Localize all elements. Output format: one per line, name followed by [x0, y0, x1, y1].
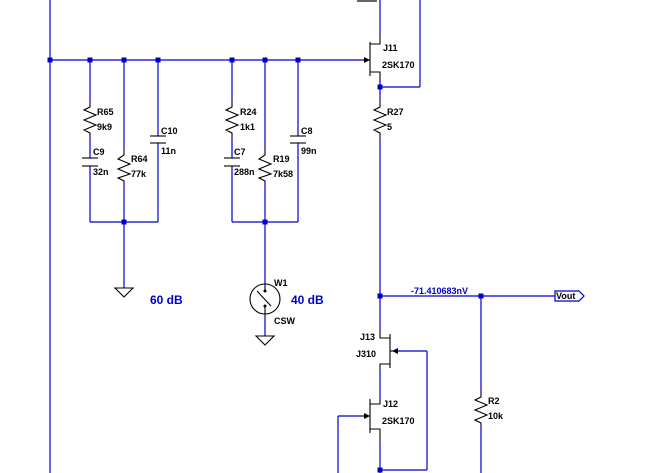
j12-part: 2SK170 [382, 416, 415, 426]
j13-part: J310 [356, 349, 376, 359]
c7-value: 288n [234, 167, 255, 177]
resistor-r27[interactable]: R27 5 [372, 102, 404, 135]
j11-part: 2SK170 [382, 60, 415, 70]
r27-value: 5 [387, 122, 392, 132]
r2-ref: R2 [488, 396, 500, 406]
r65-value: 9k9 [97, 122, 112, 132]
jfet-j11[interactable]: J11 2SK170 [362, 36, 415, 80]
r24-value: 1k1 [240, 122, 255, 132]
r64-value: 77k [131, 169, 147, 179]
c7-ref: C7 [234, 147, 246, 157]
capacitor-c7[interactable]: C7 288n [224, 147, 255, 177]
capacitor-c8[interactable]: C8 99n [290, 126, 317, 156]
capacitor-c9[interactable]: C9 32n [82, 147, 109, 177]
w1-value: CSW [274, 316, 296, 326]
r19-ref: R19 [273, 154, 290, 164]
ground-symbol-left [113, 287, 135, 298]
vout-netlabel[interactable]: Vout [554, 290, 585, 302]
switch-w1[interactable]: W1 CSW [249, 278, 296, 326]
c9-value: 32n [93, 167, 109, 177]
j12-ref: J12 [383, 399, 398, 409]
resistor-r2[interactable]: R2 10k [473, 392, 504, 425]
c8-value: 99n [301, 146, 317, 156]
r27-ref: R27 [387, 107, 404, 117]
jfet-j13[interactable]: J13 J310 [356, 330, 398, 372]
c10-ref: C10 [161, 126, 178, 136]
clipped-label-fragment [357, 0, 377, 2]
ground-symbol-w1 [254, 335, 276, 346]
r64-ref: R64 [131, 154, 148, 164]
resistor-r19[interactable]: R19 7k58 [257, 150, 293, 182]
jfet-j12[interactable]: J12 2SK170 [362, 399, 415, 440]
j13-ref: J13 [360, 332, 375, 342]
vout-label-text: Vout [556, 291, 575, 301]
capacitor-c10[interactable]: C10 11n [150, 126, 178, 156]
junctions [47, 57, 484, 473]
c9-ref: C9 [93, 147, 105, 157]
resistor-r65[interactable]: R65 9k9 [82, 102, 114, 135]
c8-ref: C8 [301, 126, 313, 136]
r2-value: 10k [488, 411, 504, 421]
resistor-r24[interactable]: R24 1k1 [224, 102, 257, 135]
node-voltage-label: -71.410683nV [411, 286, 468, 296]
gain-annotation-right: 40 dB [291, 293, 324, 307]
c10-value: 11n [161, 146, 176, 156]
r19-value: 7k58 [273, 169, 293, 179]
j11-ref: J11 [383, 43, 398, 53]
w1-ref: W1 [274, 278, 288, 288]
gain-annotation-left: 60 dB [150, 293, 183, 307]
resistor-r64[interactable]: R64 77k [116, 150, 148, 182]
r24-ref: R24 [240, 107, 257, 117]
r65-ref: R65 [97, 107, 114, 117]
